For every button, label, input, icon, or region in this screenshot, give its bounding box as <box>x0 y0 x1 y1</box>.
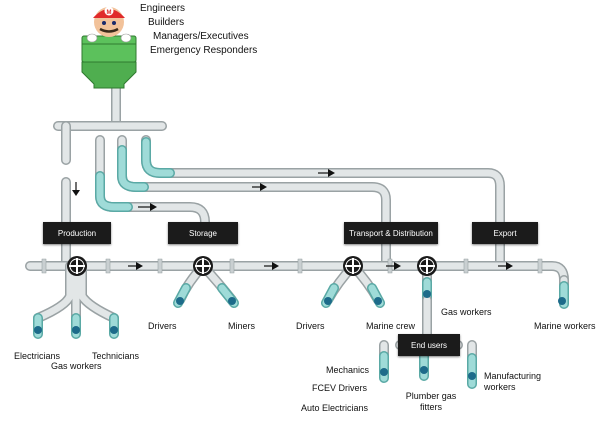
role-technicians: Technicians <box>92 351 140 361</box>
role-transport-drivers: Drivers <box>296 321 325 331</box>
pipe-segment <box>142 136 504 270</box>
stage-export: Export <box>472 222 538 244</box>
role-auto-electricians: Auto Electricians <box>301 403 369 413</box>
role-storage-drivers: Drivers <box>148 321 177 331</box>
mascot-with-funnel: M <box>81 6 137 89</box>
role-marine-crew: Marine crew <box>366 321 416 331</box>
role-icons <box>34 290 566 380</box>
pipe-teal-segment <box>96 172 132 211</box>
svg-text:M: M <box>107 10 112 16</box>
audience-builders: Builders <box>148 17 185 28</box>
pipe-coupling <box>41 258 47 274</box>
role-distribution-gas-workers: Gas workers <box>441 307 492 317</box>
valve-icon <box>67 256 87 276</box>
valve-icon <box>417 256 437 276</box>
role-manufacturing-workers: Manufacturing workers <box>484 371 542 392</box>
pipe-teal-segment <box>118 146 148 191</box>
role-gas-workers: Gas workers <box>51 361 102 371</box>
pipe-coupling <box>463 258 469 274</box>
stage-production: Production <box>43 222 111 244</box>
role-electricians: Electricians <box>14 351 61 361</box>
role-plumber-gas-fitters: Plumber gas fitters <box>405 391 457 412</box>
pipe-coupling <box>157 258 163 274</box>
role-miners: Miners <box>228 321 256 331</box>
audience-engineers: Engineers <box>140 3 186 14</box>
stage-storage: Storage <box>168 222 238 244</box>
role-marine-workers: Marine workers <box>534 321 596 331</box>
stage-end-users: End users <box>398 334 460 356</box>
pipe-coupling <box>105 258 111 274</box>
flow-arrows <box>72 169 513 270</box>
pipe-coupling <box>537 258 543 274</box>
pipe-coupling <box>297 258 303 274</box>
pipe-segment <box>141 135 505 271</box>
audience-managers: Managers/Executives <box>153 31 249 42</box>
stage-transport-distribution: Transport & Distribution <box>344 222 438 244</box>
role-mechanics: Mechanics <box>326 365 370 375</box>
valve-icon <box>193 256 213 276</box>
pipe-teal-segment <box>142 138 174 177</box>
valve-icon <box>343 256 363 276</box>
pipe-coupling <box>229 258 235 274</box>
role-fcev-drivers: FCEV Drivers <box>312 383 368 393</box>
audience-emergency-responders: Emergency Responders <box>150 45 258 56</box>
